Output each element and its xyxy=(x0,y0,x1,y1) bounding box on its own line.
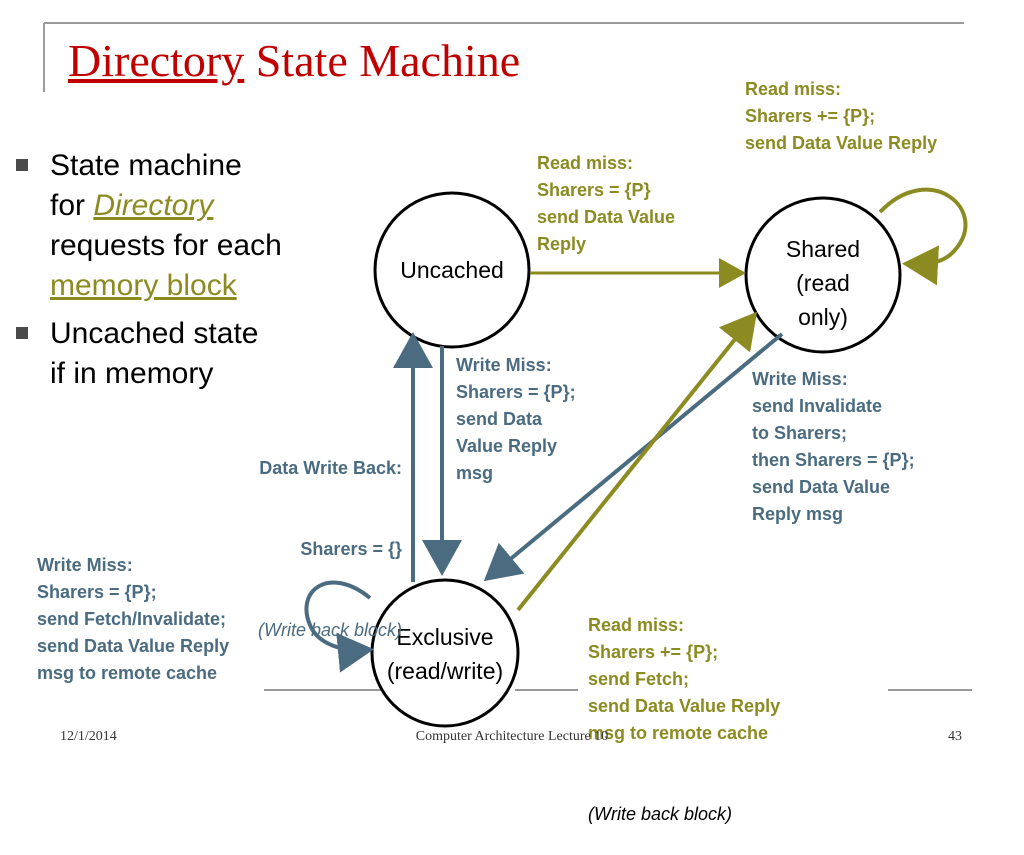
exclusive-to-uncached-label: Data Write Back: Sharers = {} (Write bac… xyxy=(200,401,402,671)
bullet-square-icon xyxy=(16,327,28,339)
bullet-line: for Directory xyxy=(50,186,344,226)
title-rest: State Machine xyxy=(255,35,521,86)
bullet-line: memory block xyxy=(50,266,344,306)
footer-date: 12/1/2014 xyxy=(60,729,117,744)
uncached-state-circle xyxy=(373,191,531,349)
shared-self-loop-label: Read miss: Sharers += {P}; send Data Val… xyxy=(745,79,938,153)
footer-course: Computer Architecture Lecture 10 xyxy=(415,729,609,744)
title-directory-word: Directory xyxy=(68,35,245,86)
shared-state-circle xyxy=(744,196,902,354)
uncached-to-shared-label: Read miss: Sharers = {P} send Data Value… xyxy=(537,153,676,254)
uncached-to-exclusive-label: Write Miss: Sharers = {P}; send Data Val… xyxy=(456,355,576,483)
bullet-text: for xyxy=(50,189,94,222)
label-line: (Write back block) xyxy=(257,620,402,640)
label-line: Data Write Back: xyxy=(259,458,402,478)
bullet-square-icon xyxy=(16,159,28,171)
bullet-list: State machine for Directory requests for… xyxy=(14,146,344,394)
exclusive-state-label: Exclusive (read/write) xyxy=(386,624,504,684)
directory-link[interactable]: Directory xyxy=(93,189,214,222)
exclusive-self-loop-label: Write Miss: Sharers = {P}; send Fetch/In… xyxy=(37,555,230,683)
bullet-line: if in memory xyxy=(50,357,214,390)
shared-to-exclusive-label: Write Miss: send Invalidate to Sharers; … xyxy=(752,369,915,524)
footer-page-number: 43 xyxy=(948,729,962,744)
arrow-shared-to-exclusive xyxy=(483,332,784,582)
arrow-exclusive-to-shared xyxy=(516,311,758,612)
shared-state-label: Shared (read only) xyxy=(785,236,861,330)
state-diagram xyxy=(43,22,972,728)
label-note: (Write back block) xyxy=(588,804,733,824)
uncached-state-label: Uncached xyxy=(400,257,504,283)
bullet-item: State machine for Directory requests for… xyxy=(14,146,344,306)
slide-title: Directory State Machine xyxy=(68,35,521,87)
exclusive-to-shared-label: Read miss: Sharers += {P}; send Fetch; s… xyxy=(588,558,780,855)
memory-block-link[interactable]: memory block xyxy=(50,269,237,302)
label-line: Sharers = {} xyxy=(300,539,402,559)
label-body: Read miss: Sharers += {P}; send Fetch; s… xyxy=(588,615,781,743)
arrow-exclusive-self-loop xyxy=(304,580,374,673)
bullet-line: Uncached state xyxy=(50,317,259,350)
bullet-line: State machine xyxy=(50,149,242,182)
arrow-shared-self-loop xyxy=(878,187,968,286)
bullet-line: requests for each xyxy=(50,229,282,262)
bullet-item: Uncached state if in memory xyxy=(14,314,344,394)
